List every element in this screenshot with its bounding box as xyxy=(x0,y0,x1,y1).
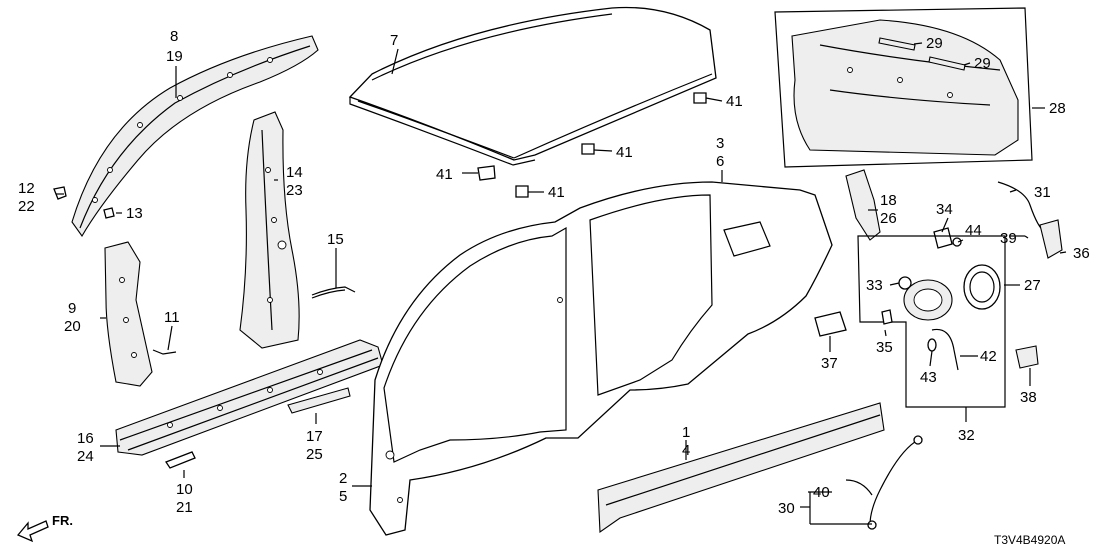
callout-38: 38 xyxy=(1020,389,1037,406)
callout-36: 36 xyxy=(1073,245,1090,262)
callout-21: 21 xyxy=(176,499,193,516)
callout-20: 20 xyxy=(64,318,81,335)
front-direction-arrow xyxy=(16,520,49,543)
callout-34: 34 xyxy=(936,201,953,218)
bracket-part-11 xyxy=(152,349,177,355)
bolt-41b xyxy=(581,143,595,155)
callout-1: 1 xyxy=(682,424,690,441)
leader-lines xyxy=(56,42,1067,525)
callout-6: 6 xyxy=(716,153,724,170)
callout-40: 40 xyxy=(813,484,830,501)
callout-39: 39 xyxy=(1000,230,1017,247)
callout-3: 3 xyxy=(716,135,724,152)
callout-41: 41 xyxy=(616,144,633,161)
callout-24: 24 xyxy=(77,448,94,465)
strip-part-29b xyxy=(928,56,966,71)
part-43-washer xyxy=(927,338,937,352)
callout-17: 17 xyxy=(306,428,323,445)
callout-9: 9 xyxy=(68,300,76,317)
bracket-part-10 xyxy=(165,451,196,469)
fuel-housing-group xyxy=(857,235,1006,408)
drain-tube-42 xyxy=(931,328,959,371)
callout-32: 32 xyxy=(958,427,975,444)
callout-41: 41 xyxy=(436,166,453,183)
callout-26: 26 xyxy=(880,210,897,227)
callout-41: 41 xyxy=(548,184,565,201)
callout-42: 42 xyxy=(980,348,997,365)
front-direction-label: FR. xyxy=(52,513,73,528)
callout-15: 15 xyxy=(327,231,344,248)
callout-27: 27 xyxy=(1024,277,1041,294)
callout-14: 14 xyxy=(286,164,303,181)
part-36-hinge xyxy=(1039,219,1063,259)
bracket-part-15 xyxy=(311,286,356,299)
strip-part-29a xyxy=(878,37,916,51)
harness-part-40 xyxy=(845,435,923,530)
callout-7: 7 xyxy=(390,32,398,49)
roof-panel xyxy=(348,6,717,166)
side-sill-stiffener xyxy=(115,339,384,456)
callout-18: 18 xyxy=(880,192,897,209)
plate-part-17 xyxy=(287,387,351,414)
callout-35: 35 xyxy=(876,339,893,356)
callout-44: 44 xyxy=(965,222,982,239)
callout-23: 23 xyxy=(286,182,303,199)
diagram-code: T3V4B4920A xyxy=(994,533,1065,547)
part-37-bracket xyxy=(814,311,847,337)
part-44-screw xyxy=(952,237,962,247)
bolt-41d xyxy=(515,185,529,198)
callout-11: 11 xyxy=(164,309,180,326)
center-pillar-stiffener xyxy=(239,111,300,349)
callout-labels: 8 19 7 41 41 41 41 29 29 28 12 22 13 14 … xyxy=(18,28,1090,517)
callout-25: 25 xyxy=(306,446,323,463)
callout-22: 22 xyxy=(18,198,35,215)
bolt-41c xyxy=(477,165,496,181)
callout-16: 16 xyxy=(77,430,94,447)
callout-41: 41 xyxy=(726,93,743,110)
clip-part-13 xyxy=(103,207,115,219)
callout-13: 13 xyxy=(126,205,143,222)
bracket-part-18 xyxy=(845,169,881,241)
callout-8: 8 xyxy=(170,28,178,45)
fuel-lid xyxy=(963,264,1001,310)
callout-28: 28 xyxy=(1049,100,1066,117)
callout-19: 19 xyxy=(166,48,183,65)
side-panel-outer xyxy=(369,181,833,536)
callout-37: 37 xyxy=(821,355,838,372)
callout-31: 31 xyxy=(1034,184,1051,201)
front-pillar-reinforcement xyxy=(71,35,319,238)
side-sill-panel xyxy=(597,402,885,534)
callout-12: 12 xyxy=(18,180,35,197)
callout-10: 10 xyxy=(176,481,193,498)
callout-30: 30 xyxy=(778,500,795,517)
callout-29: 29 xyxy=(974,55,991,72)
part-38-bracket xyxy=(1015,345,1039,369)
bolt-41a xyxy=(693,92,707,104)
front-pillar-lower-inner xyxy=(104,241,153,387)
callout-33: 33 xyxy=(866,277,883,294)
part-35-clip xyxy=(881,309,893,325)
callout-43: 43 xyxy=(920,369,937,386)
callout-5: 5 xyxy=(339,488,347,505)
callout-29: 29 xyxy=(926,35,943,52)
callout-4: 4 xyxy=(682,442,690,459)
rear-panel-group xyxy=(774,7,1033,168)
callout-2: 2 xyxy=(339,470,347,487)
clip-part-12 xyxy=(53,186,67,200)
